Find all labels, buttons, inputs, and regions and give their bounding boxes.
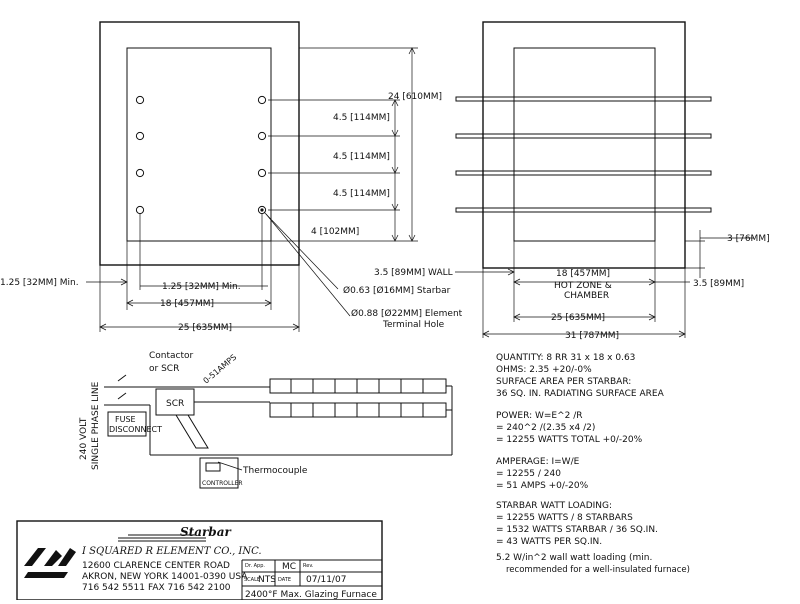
dim-25-side: 25 [635MM] [551, 313, 605, 323]
side-view: 3 [76MM] 3.5 [89MM] WALL 18 [457MM] HOT … [374, 21, 770, 341]
date-label: DATE [278, 577, 291, 583]
specifications: QUANTITY: 8 RR 31 x 18 x 0.63 OHMS: 2.35… [496, 353, 690, 575]
element-hole [135, 205, 145, 215]
controller-box [199, 457, 239, 489]
address-line-1: 12600 CLARENCE CENTER ROAD [82, 561, 230, 571]
fuse-disconnect-box [107, 411, 147, 437]
dim-3: 3 [76MM] [727, 234, 770, 244]
side-dims [455, 230, 754, 338]
brand-logo-text: Starbar [180, 525, 232, 539]
or-scr-label: or SCR [149, 364, 179, 374]
rev-label: Rev. [303, 563, 314, 569]
starbar-leader [263, 211, 339, 290]
starbar-rod [455, 133, 712, 139]
starbar-rod [455, 96, 712, 102]
spec-line: = 12255 / 240 [496, 469, 561, 479]
element-hole [135, 131, 145, 141]
spec-line: = 43 WATTS PER SQ.IN. [496, 537, 602, 547]
address-line-2: AKRON, NEW YORK 14001-0390 USA [82, 572, 248, 582]
title-block: Starbar I SQUARED R ELEMENT CO., INC. 12… [16, 520, 383, 601]
dim-3-5-wall: 3.5 [89MM] WALL [374, 268, 453, 278]
spec-line: OHMS: 2.35 +20/-0% [496, 365, 592, 375]
callout-hole-2: Terminal Hole [382, 320, 445, 330]
thermocouple-label: Thermocouple [242, 466, 308, 476]
supply-label-2: SINGLE PHASE LINE [91, 381, 101, 470]
front-vertical-dims [268, 47, 418, 242]
side-wall-outer [482, 21, 686, 269]
controller-label: CONTROLLER [202, 480, 243, 487]
dim-4-5-a: 4.5 [114MM] [333, 113, 390, 123]
spec-line: recommended for a well-insulated furnace… [506, 565, 690, 575]
company-logo [24, 548, 76, 578]
element-hole [257, 205, 267, 215]
starbar-rod [455, 170, 712, 176]
spec-line: 36 SQ. IN. RADIATING SURFACE AREA [496, 389, 665, 399]
dim-18-side: 18 [457MM] [556, 269, 610, 279]
phone: 716 542 5511 [82, 583, 145, 593]
dim-1-25-outer: 1.25 [32MM] Min. [0, 278, 79, 288]
spec-line: SURFACE AREA PER STARBAR: [496, 377, 631, 387]
spec-line: = 51 AMPS +0/-20% [496, 481, 589, 491]
fuse-label-1: FUSE [115, 415, 136, 424]
dim-4-5-c: 4.5 [114MM] [333, 189, 390, 199]
hole-leader [265, 213, 351, 317]
side-chamber [513, 47, 656, 242]
dim-31: 31 [787MM] [565, 331, 619, 341]
hot-zone-label-2: CHAMBER [564, 291, 609, 301]
controller-display-icon [205, 462, 221, 472]
dim-18-front: 18 [457MM] [160, 299, 214, 309]
element-hole [135, 95, 145, 105]
callout-starbar: Ø0.63 [Ø16MM] Starbar [343, 285, 451, 296]
dim-24: 24 [610MM] [388, 92, 442, 102]
spec-line: STARBAR WATT LOADING: [496, 501, 612, 511]
spec-line: POWER: W=E^2 /R [496, 411, 583, 421]
front-wall-outer [99, 21, 300, 266]
front-horizontal-dims [86, 214, 300, 332]
contactor-label: Contactor [149, 351, 194, 361]
spec-line: = 12255 WATTS TOTAL +0/-20% [496, 435, 643, 445]
front-chamber [126, 47, 272, 242]
dim-4: 4 [102MM] [311, 227, 359, 237]
spec-line: = 12255 WATTS / 8 STARBARS [496, 513, 633, 523]
dim-3-5-right: 3.5 [89MM] [693, 279, 744, 289]
drawing-title: 2400°F Max. Glazing Furnace [245, 590, 377, 600]
element-hole [257, 131, 267, 141]
fuse-label-2: DISCONNECT [109, 425, 162, 434]
starbar-dot [260, 208, 264, 212]
hot-zone-label-1: HOT ZONE & [554, 281, 612, 291]
spec-line: = 240^2 /(2.35 x4 /2) [496, 423, 595, 433]
starbar-rod [455, 207, 712, 213]
scr-label: SCR [166, 399, 184, 409]
scale-value: NTS [258, 575, 276, 585]
fax: FAX 716 542 2100 [148, 583, 231, 593]
company-name: I SQUARED R ELEMENT CO., INC. [81, 546, 262, 557]
element-hole [135, 168, 145, 178]
scale-label: SCALE [244, 577, 260, 583]
spec-line: AMPERAGE: I=W/E [496, 457, 580, 467]
wiring-schematic: 240 VOLT SINGLE PHASE LINE FUSE DISCONNE… [79, 351, 453, 489]
dim-1-25-inner: 1.25 [32MM] Min. [162, 282, 241, 292]
element-hole [257, 95, 267, 105]
thermocouple-probe [175, 414, 209, 449]
dim-4-5-b: 4.5 [114MM] [333, 152, 390, 162]
starbar-circuit [149, 378, 453, 456]
amps-label: 0-51AMPS [202, 353, 239, 386]
callout-hole-1: Ø0.88 [Ø22MM] Element [351, 308, 463, 319]
dr-value: MC [282, 562, 296, 572]
starbars [455, 96, 712, 213]
front-view: 24 [610MM] 4.5 [114MM] 4.5 [114MM] 4.5 [… [0, 21, 463, 333]
element-hole [257, 168, 267, 178]
date-value: 07/11/07 [306, 575, 346, 585]
spec-line: = 1532 WATTS STARBAR / 36 SQ.IN. [496, 525, 658, 535]
spec-line: QUANTITY: 8 RR 31 x 18 x 0.63 [496, 353, 635, 363]
spec-line: 5.2 W/in^2 wall watt loading (min. [496, 553, 652, 563]
element-holes [135, 95, 267, 215]
supply-label-1: 240 VOLT [79, 417, 89, 460]
dr-label: Dr. App. [245, 563, 265, 569]
dim-25-front: 25 [635MM] [178, 323, 232, 333]
